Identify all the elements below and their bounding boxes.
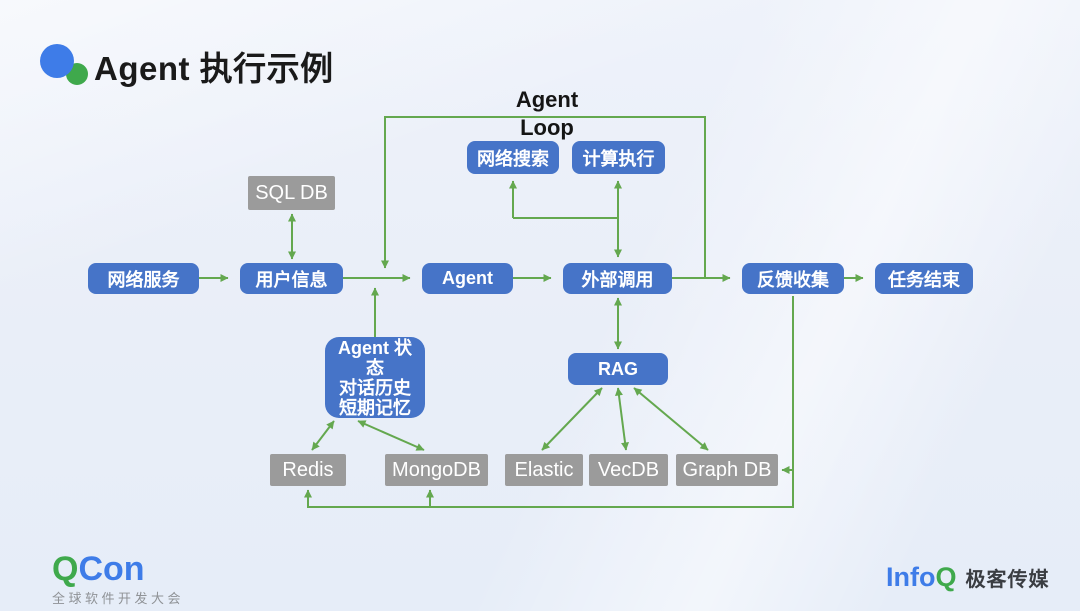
node-mongodb: MongoDB	[385, 454, 488, 486]
memory-line-2: 对话历史	[339, 377, 411, 398]
node-user-info: 用户信息	[240, 263, 343, 294]
infoq-brand-name: 极客传媒	[965, 569, 1050, 591]
node-graph-db: Graph DB	[676, 454, 778, 486]
qcon-wordmark: QCon	[52, 552, 184, 586]
node-vecdb: VecDB	[589, 454, 668, 486]
slide-header: Agent 执行示例	[38, 44, 334, 88]
node-agent-memory: Agent 状态 对话历史 短期记忆	[325, 337, 425, 418]
qcon-logo: QCon 全球软件开发大会	[52, 552, 184, 607]
node-external-call: 外部调用	[563, 263, 672, 294]
node-elastic: Elastic	[505, 454, 583, 486]
node-rag: RAG	[568, 353, 668, 385]
infoq-info: Info	[886, 562, 936, 592]
infoq-wordmark: InfoQ	[886, 564, 957, 591]
qcon-con: Con	[78, 550, 145, 588]
node-web-service: 网络服务	[88, 263, 199, 294]
qcon-q: Q	[52, 550, 79, 588]
page-title: Agent 执行示例	[94, 50, 334, 87]
bullet-blue-circle-icon	[40, 44, 74, 78]
node-compute-exec: 计算执行	[572, 141, 665, 174]
node-agent: Agent	[422, 263, 513, 294]
infoq-logo: InfoQ 极客传媒	[886, 563, 1050, 592]
loop-label: Agent Loop	[515, 87, 579, 140]
node-feedback: 反馈收集	[742, 263, 844, 294]
node-redis: Redis	[270, 454, 346, 486]
node-sql-db: SQL DB	[248, 176, 335, 210]
infoq-q: Q	[935, 562, 957, 592]
memory-line-3: 短期记忆	[339, 397, 411, 418]
memory-line-1: Agent 状态	[338, 337, 412, 378]
qcon-tagline: 全球软件开发大会	[52, 591, 185, 606]
node-task-end: 任务结束	[875, 263, 973, 294]
node-web-search: 网络搜索	[467, 141, 559, 174]
